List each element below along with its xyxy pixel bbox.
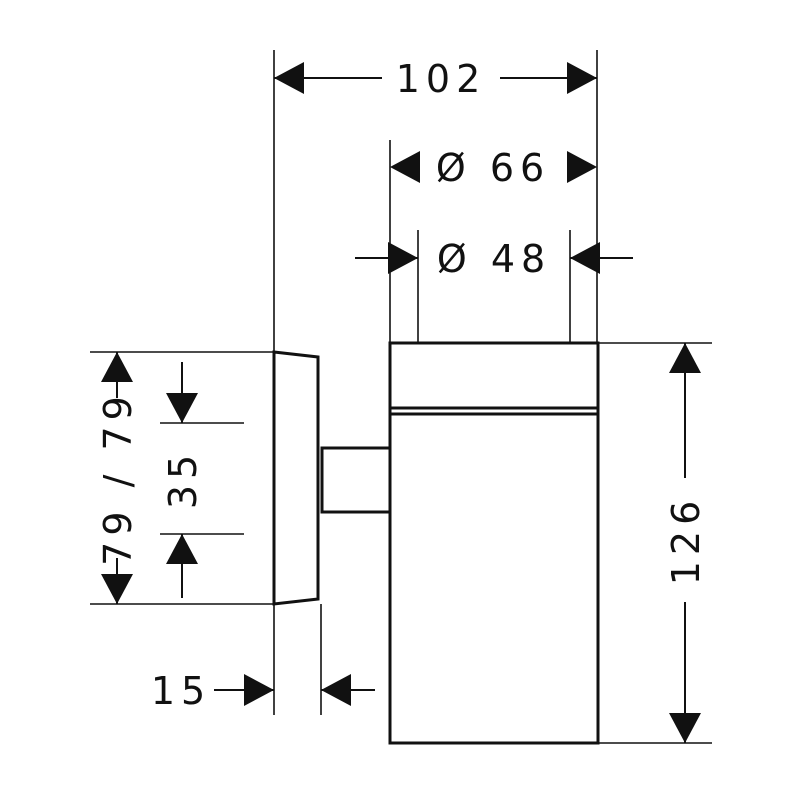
plate-depth-label: 15: [151, 669, 211, 713]
extension-lines: [90, 50, 712, 744]
plate-offset-label: 35: [161, 449, 205, 509]
cup-holder-body: [388, 341, 600, 745]
outer-diameter-label: Ø 66: [436, 146, 550, 190]
dimension-inner-diameter: Ø 48: [355, 237, 633, 281]
plate-height-label: 79 / 79: [96, 390, 140, 566]
dimension-plate-depth: 15: [151, 669, 375, 713]
inner-diameter-label: Ø 48: [437, 237, 551, 281]
connecting-arm: [320, 446, 398, 514]
overall-width-label: 102: [396, 57, 487, 101]
dimension-plate-height: 79 / 79: [96, 352, 140, 604]
dimension-plate-offset: 35: [161, 362, 205, 598]
dimension-height: 126: [664, 343, 708, 743]
wall-plate: [272, 350, 320, 606]
dimension-overall-width: 102: [274, 57, 597, 101]
height-label: 126: [664, 495, 708, 586]
dimension-outer-diameter: Ø 66: [390, 146, 597, 190]
